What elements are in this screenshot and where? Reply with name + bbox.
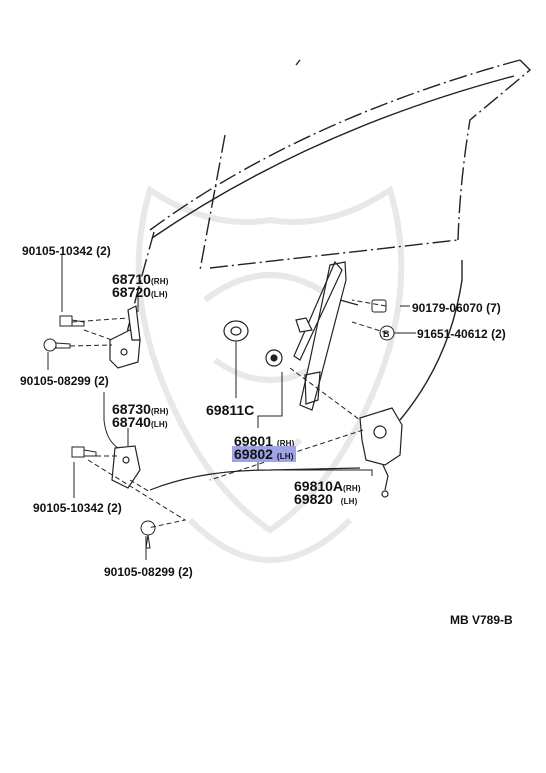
label-90179-06070: 90179-06070 (7) — [412, 301, 501, 315]
label-69810a: 69810A(RH) — [294, 478, 361, 494]
label-69820: 69820 (LH) — [294, 491, 358, 507]
svg-text:B: B — [383, 329, 390, 339]
label-91651-40612: 91651-40612 (2) — [417, 327, 506, 341]
label-90105-08299-lower: 90105-08299 (2) — [104, 565, 193, 579]
bolt-90105-08299-upper — [43, 338, 71, 352]
label-69811c: 69811C — [206, 402, 255, 418]
clip-69811c — [223, 320, 249, 342]
label-68740: 68740(LH) — [112, 414, 168, 430]
label-68730: 68730(RH) — [112, 401, 169, 417]
label-69801: 69801 (RH) — [234, 433, 295, 449]
label-69802-highlighted: 69802 (LH) — [232, 446, 296, 462]
upper-hinge — [109, 305, 141, 369]
label-90105-08299-upper: 90105-08299 (2) — [20, 374, 109, 388]
leader-lines — [47, 255, 416, 560]
label-68720: 68720(LH) — [112, 284, 168, 300]
door-outline — [119, 59, 532, 421]
watermark-emblem — [135, 185, 405, 563]
label-68710: 68710(RH) — [112, 271, 169, 287]
reference-code: MB V789-B — [450, 613, 513, 627]
bolt-90105-08299-lower — [140, 520, 156, 549]
bolt-90105-10342-lower — [71, 446, 97, 458]
label-90105-10342-lower: 90105-10342 (2) — [33, 501, 122, 515]
window-motor — [359, 407, 403, 498]
lower-hinge — [111, 445, 141, 489]
window-regulator — [265, 260, 359, 411]
label-90105-10342-upper: 90105-10342 (2) — [22, 244, 111, 258]
